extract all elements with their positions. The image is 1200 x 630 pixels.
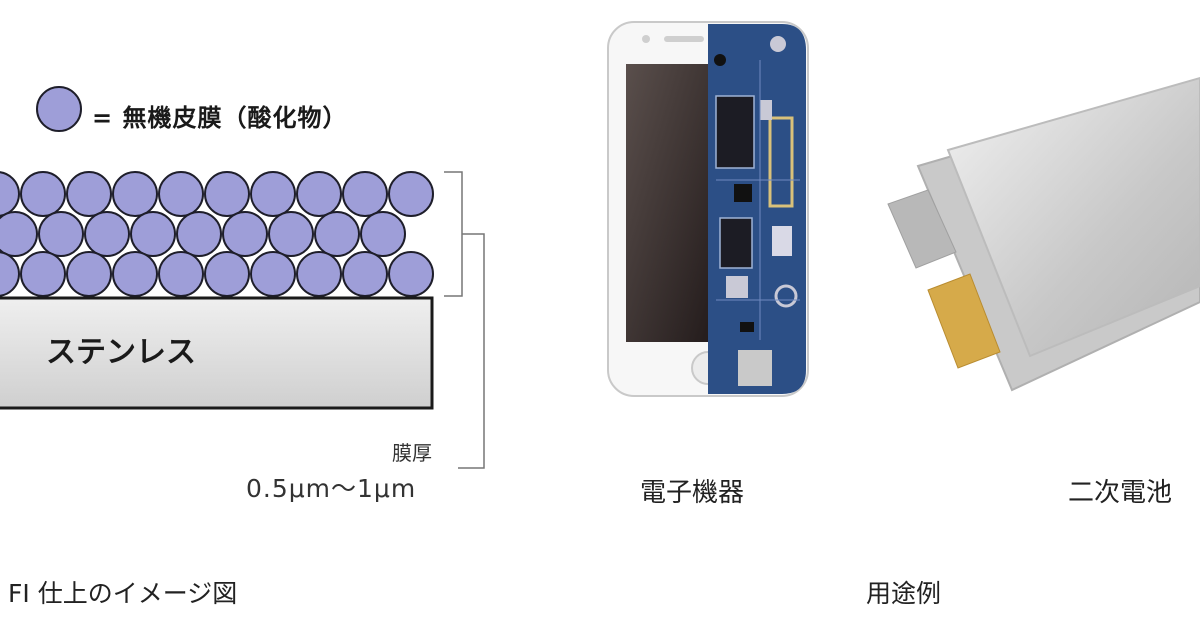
battery-label: 二次電池 [1068, 478, 1173, 508]
particle-circle [0, 211, 38, 257]
thickness-bracket [444, 171, 485, 469]
particle-circle [84, 211, 130, 257]
particle-circle [158, 251, 204, 297]
particle-circle [20, 251, 66, 297]
particle-circle [112, 171, 158, 217]
particle-circle [66, 251, 112, 297]
particle-circle [268, 211, 314, 257]
particle-circle [0, 171, 20, 217]
particle-circle [314, 211, 360, 257]
thickness-value: 0.5μm～1μm [246, 474, 417, 503]
particle-circle [176, 211, 222, 257]
particle-circle [342, 251, 388, 297]
legend-particle-icon [36, 86, 82, 132]
battery-illustration [887, 76, 1200, 392]
particle-circle [20, 171, 66, 217]
particle-circle [250, 171, 296, 217]
particle-circle [296, 171, 342, 217]
particle-circle [296, 251, 342, 297]
particle-circle [158, 171, 204, 217]
thickness-label: 膜厚 [392, 441, 432, 465]
particle-circle [66, 171, 112, 217]
legend-label: = 無機皮膜（酸化物） [92, 104, 348, 132]
particle-circle [0, 251, 20, 297]
particle-circle [342, 171, 388, 217]
particle-circle [388, 251, 434, 297]
particle-circle [130, 211, 176, 257]
stainless-substrate: ステンレス [0, 296, 434, 410]
particle-circle [112, 251, 158, 297]
particle-circle [204, 251, 250, 297]
inorganic-film-particles [0, 171, 434, 297]
diagram-caption: FI 仕上のイメージ図 [8, 579, 238, 608]
substrate-label: ステンレス [46, 335, 196, 370]
particle-circle [250, 251, 296, 297]
particle-circle [38, 211, 84, 257]
uses-caption: 用途例 [866, 579, 942, 608]
particle-circle [204, 171, 250, 217]
particle-circle [388, 171, 434, 217]
smartphone-illustration [607, 21, 809, 397]
particle-circle [360, 211, 406, 257]
particle-circle [222, 211, 268, 257]
electronics-label: 電子機器 [640, 478, 745, 508]
